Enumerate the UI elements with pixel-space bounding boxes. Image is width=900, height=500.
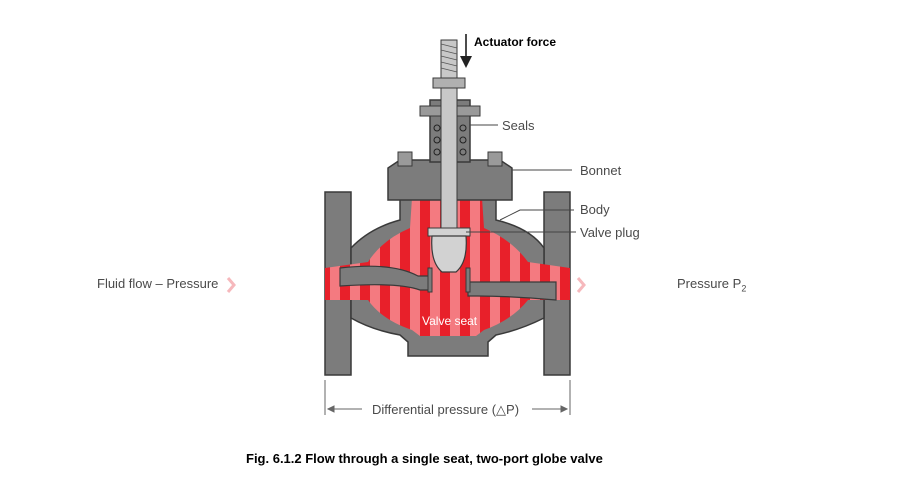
seat-right-edge — [465, 267, 471, 293]
seal-rings — [433, 124, 467, 156]
differential-pressure-label: Differential pressure (△P) — [372, 402, 520, 417]
valve-plug — [431, 235, 467, 273]
seat-partition — [339, 265, 431, 291]
valve-seat-label: Valve seat — [422, 314, 478, 328]
figure-caption: Fig. 6.1.2 Flow through a single seat, t… — [246, 451, 603, 466]
bonnet-label: Bonnet — [580, 163, 622, 178]
valve-plug-label: Valve plug — [580, 225, 640, 240]
body-label: Body — [580, 202, 610, 217]
pressure-out-subscript: 2 — [741, 283, 747, 294]
seals-label: Seals — [502, 118, 535, 133]
outlet-flow-chevron — [576, 277, 586, 293]
bonnet-bolt-left — [397, 151, 413, 167]
differential-dimension — [324, 380, 571, 415]
leader-lines — [466, 124, 576, 233]
bonnet-bolt-right — [487, 151, 503, 167]
plug-collar — [427, 227, 471, 237]
stem-threads — [440, 43, 458, 73]
pressure-out-label: Pressure P2 — [677, 276, 746, 294]
pressure-out-text: Pressure P — [677, 276, 742, 291]
fluid-flow-label: Fluid flow – Pressure — [97, 276, 219, 291]
stem-nut — [432, 77, 466, 89]
inlet-flow-chevron — [226, 277, 236, 293]
actuator-force-label: Actuator force — [474, 35, 557, 49]
seat-left-edge — [427, 267, 433, 293]
